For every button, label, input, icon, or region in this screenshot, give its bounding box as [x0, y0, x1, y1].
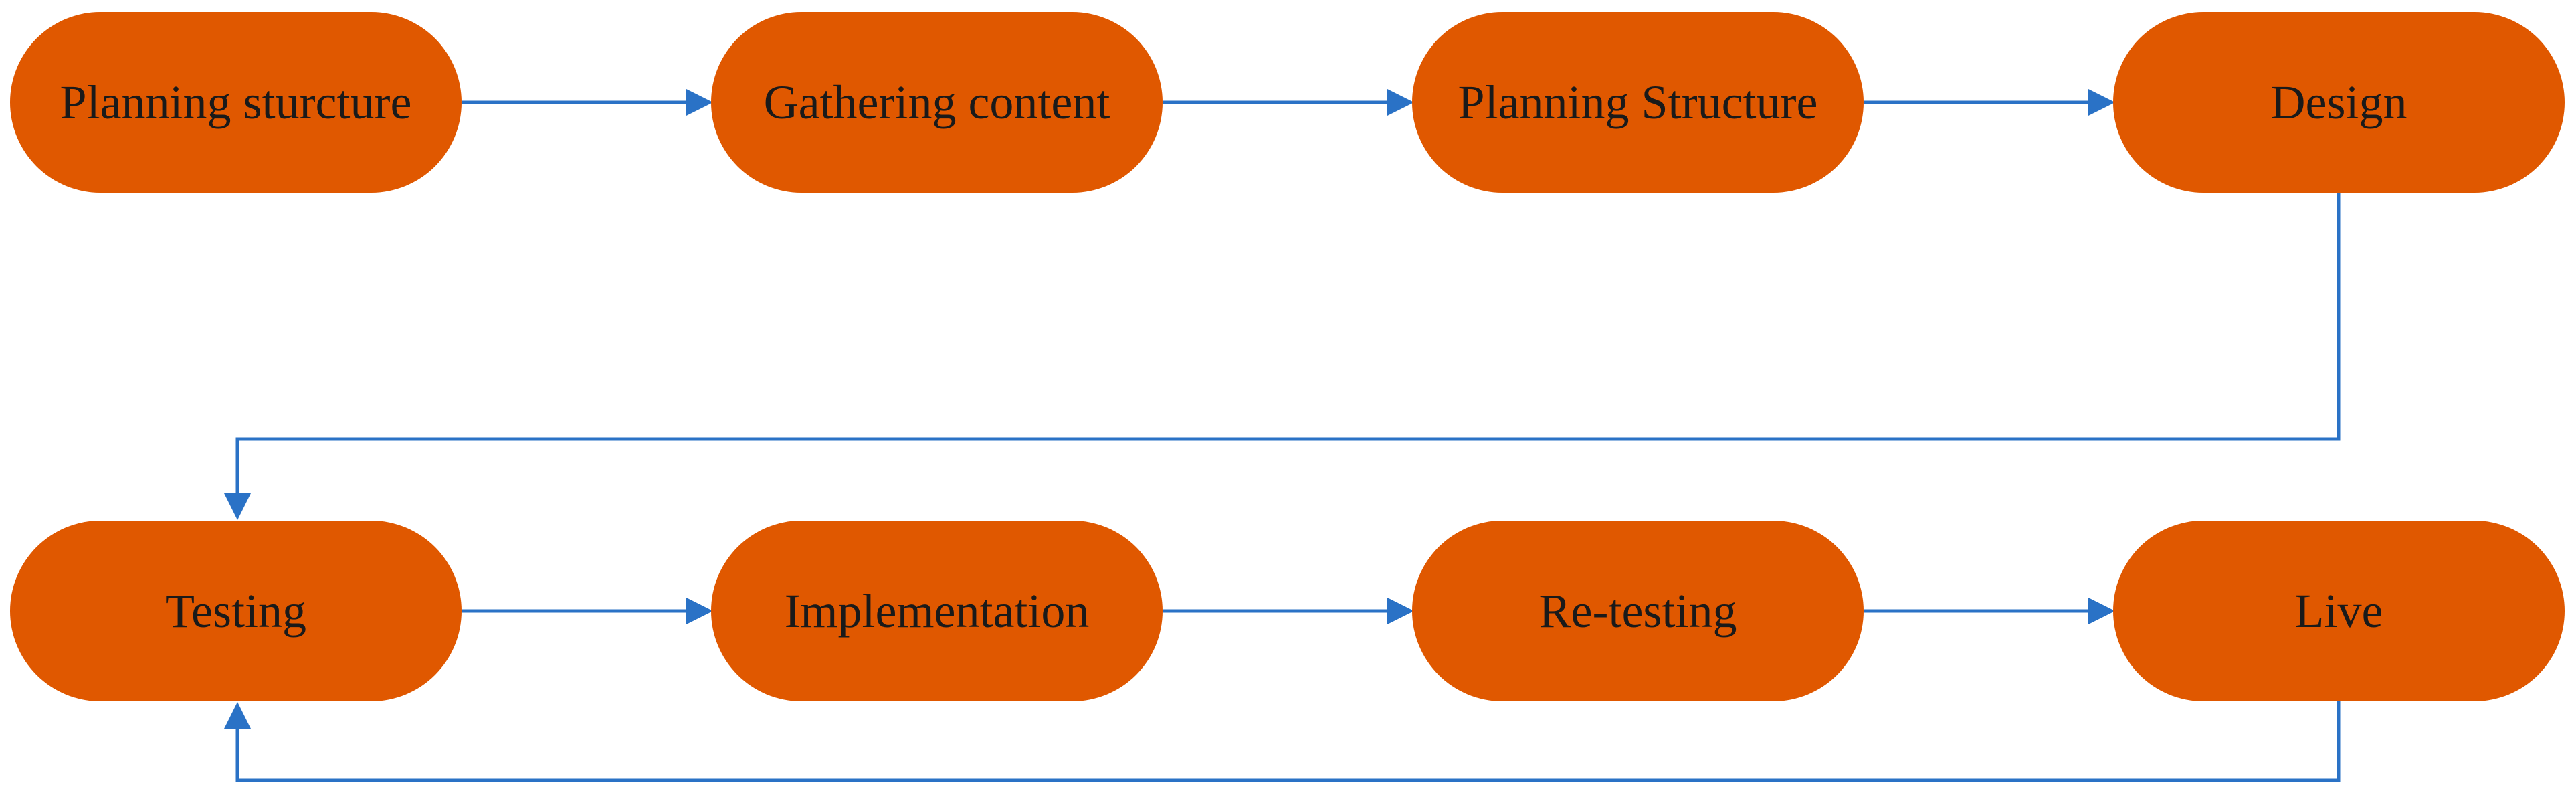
node-shape	[711, 12, 1163, 193]
node-label: Gathering content	[764, 76, 1110, 129]
node-label: Design	[2271, 76, 2407, 129]
node-shape	[10, 12, 462, 193]
node-implementation[interactable]: Implementation	[711, 521, 1163, 701]
node-live[interactable]: Live	[2113, 521, 2565, 701]
node-layer: Planning sturcture Gathering content Pla…	[10, 12, 2565, 701]
node-label: Planning sturcture	[60, 76, 412, 129]
node-planning-structure[interactable]: Planning Structure	[1412, 12, 1864, 193]
node-shape	[10, 521, 462, 701]
node-shape	[2113, 521, 2565, 701]
node-design[interactable]: Design	[2113, 12, 2565, 193]
node-planning-sturcture[interactable]: Planning sturcture	[10, 12, 462, 193]
node-label: Testing	[165, 584, 306, 638]
connector-design-to-testing	[224, 193, 2341, 521]
node-shape	[2113, 12, 2565, 193]
node-shape	[1412, 521, 1864, 701]
node-testing[interactable]: Testing	[10, 521, 462, 701]
connector-layer	[224, 89, 2341, 782]
node-re-testing[interactable]: Re-testing	[1412, 521, 1864, 701]
node-shape	[711, 521, 1163, 701]
node-label: Re-testing	[1539, 584, 1737, 638]
connector-live-to-testing	[224, 701, 2341, 782]
node-label: Live	[2295, 584, 2383, 638]
node-label: Implementation	[785, 584, 1090, 638]
node-shape	[1412, 12, 1864, 193]
node-label: Planning Structure	[1458, 76, 1818, 129]
node-gathering-content[interactable]: Gathering content	[711, 12, 1163, 193]
